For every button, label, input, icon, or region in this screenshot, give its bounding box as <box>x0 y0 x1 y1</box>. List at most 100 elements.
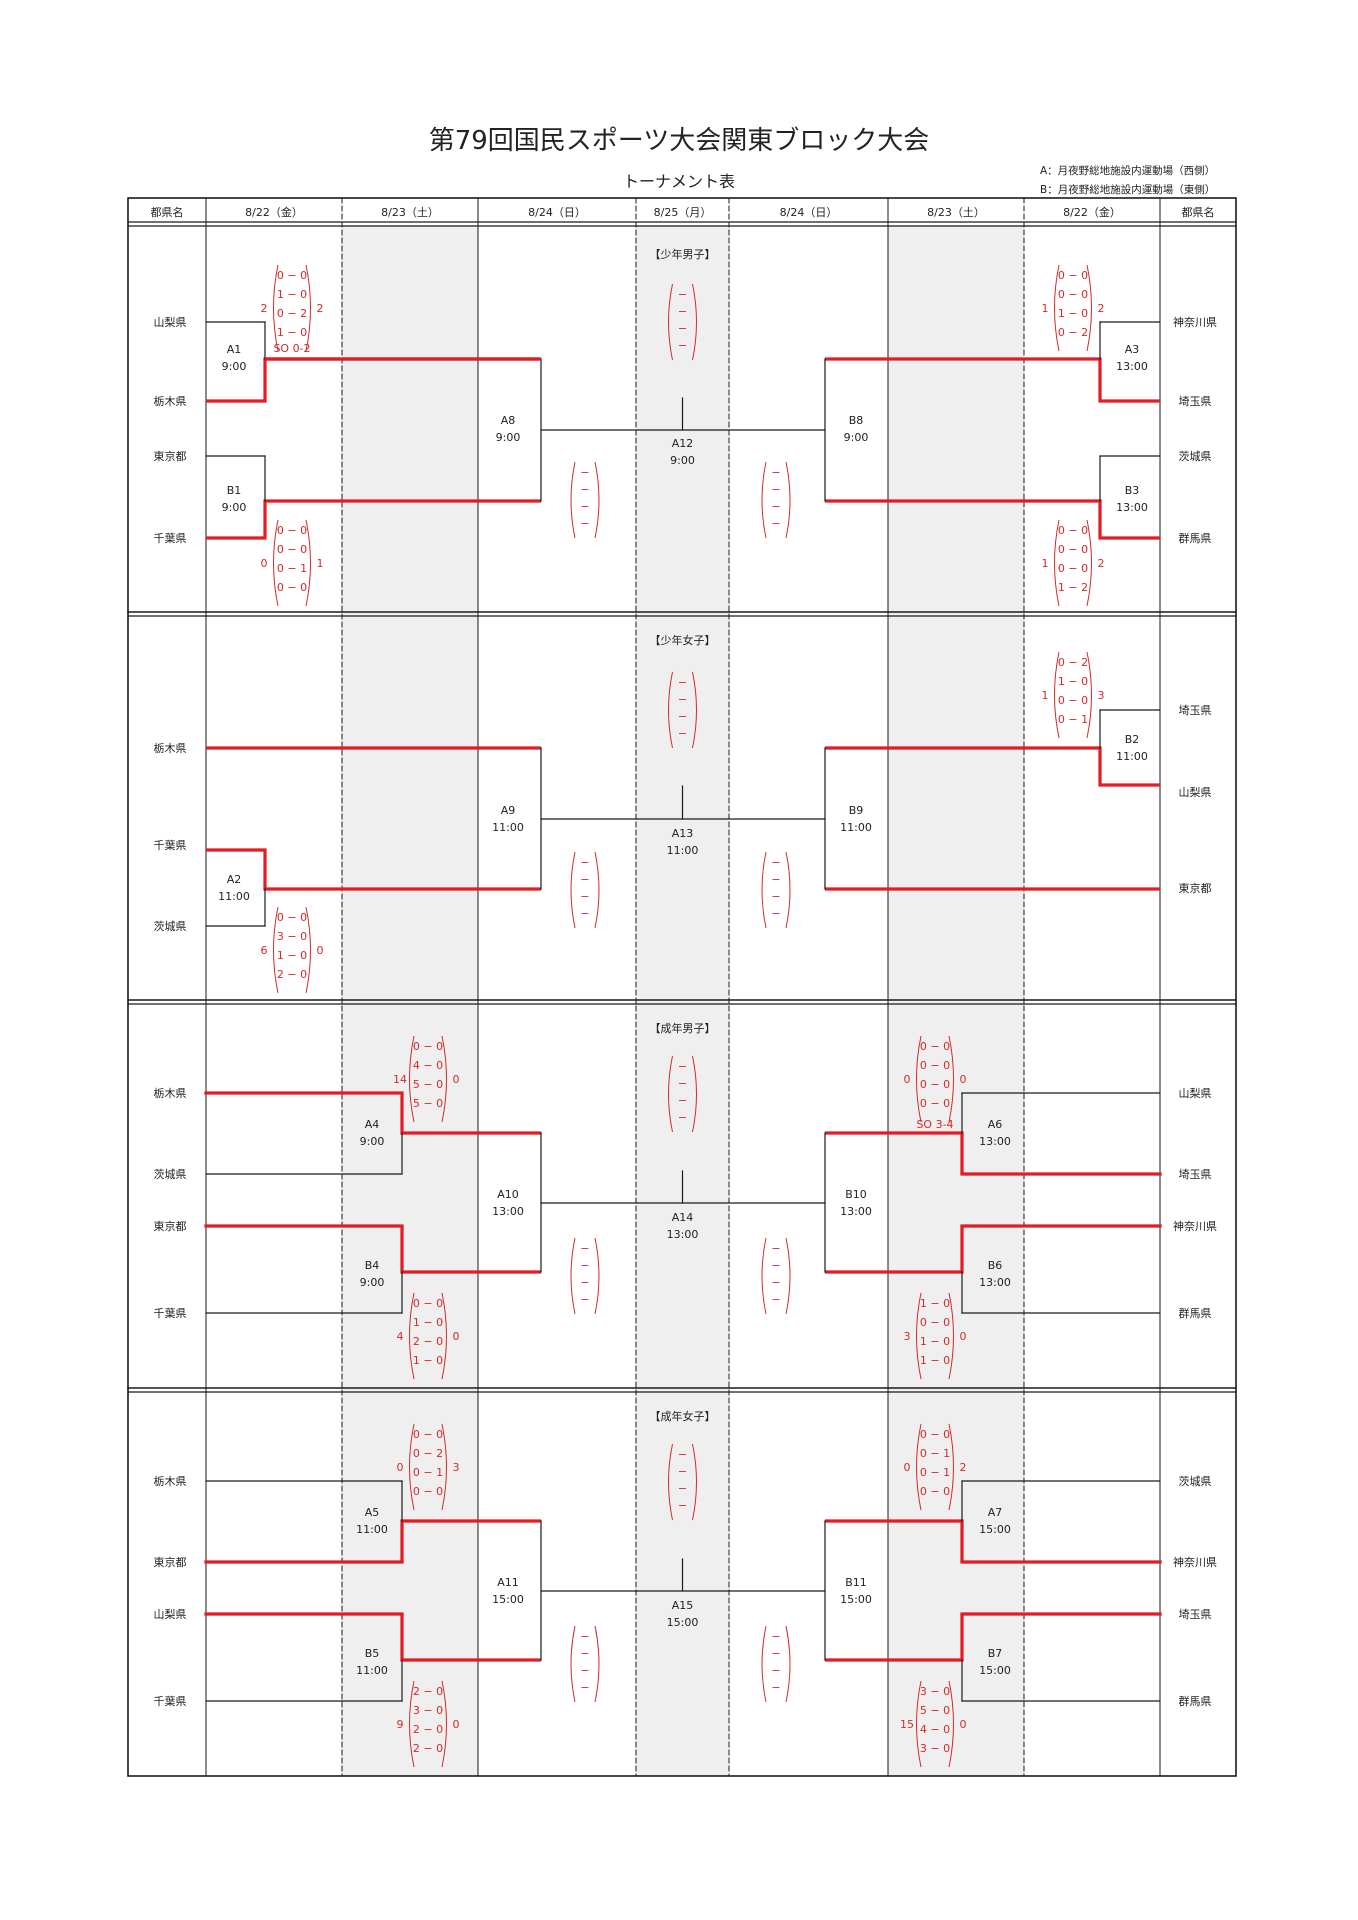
score-first-left-bottom-total-right: 0 <box>453 1330 460 1343</box>
score-first-left-bottom-period-score: 0 − 0 <box>413 1297 443 1310</box>
score-b2-period-score: 0 − 2 <box>1058 656 1088 669</box>
team-name-left: 千葉県 <box>154 531 187 545</box>
score-first-left-top-paren-left <box>409 1423 415 1511</box>
score-first-left-top-paren-right <box>441 1035 447 1123</box>
final-slot-top-paren-left <box>668 283 673 361</box>
score-first-left-top-paren-left <box>409 1035 415 1123</box>
score-b2-period-score: 1 − 0 <box>1058 675 1088 688</box>
semi-slot-left-paren-right <box>594 1237 600 1315</box>
score-a1-total-left: 2 <box>261 302 268 315</box>
team-name-right: 東京都 <box>1179 881 1212 895</box>
team-name-left: 東京都 <box>154 449 187 463</box>
score-a3-paren-right <box>1086 264 1092 352</box>
semi-slot-right-paren-right <box>785 1625 791 1703</box>
semi-slot-left-dash: − <box>580 1647 589 1660</box>
score-first-left-bottom-total-left: 4 <box>397 1330 404 1343</box>
score-first-left-bottom-total-left: 9 <box>397 1718 404 1731</box>
score-first-right-bottom-paren-right <box>948 1680 954 1768</box>
score-first-left-top-total-right: 3 <box>453 1461 460 1474</box>
final-slot-top-paren-right <box>692 283 697 361</box>
score-first-right-bottom-paren-left <box>916 1680 922 1768</box>
score-first-left-top-period-score: 5 − 0 <box>413 1078 443 1091</box>
score-a1-period-score: 1 − 0 <box>277 288 307 301</box>
score-b2-total-left: 1 <box>1042 689 1049 702</box>
score-b2-period-score: 0 − 0 <box>1058 694 1088 707</box>
score-first-right-top-total-right: 2 <box>960 1461 967 1474</box>
match-a13-time: 11:00 <box>667 844 699 857</box>
score-first-right-top-period-score: 0 − 1 <box>920 1466 950 1479</box>
team-name-right: 埼玉県 <box>1179 703 1212 717</box>
final-slot-top-dash: − <box>678 305 687 318</box>
score-first-right-top-period-score: 0 − 0 <box>920 1059 950 1072</box>
semi-slot-right-dash: − <box>771 1681 780 1694</box>
match-a1-id: A1 <box>227 343 242 356</box>
score-a2-period-score: 2 − 0 <box>277 968 307 981</box>
final-slot-top-dash: − <box>678 710 687 723</box>
team-name-left: 山梨県 <box>154 1607 187 1621</box>
column-header: 8/24（日） <box>780 206 838 219</box>
semi-slot-left-dash: − <box>580 1630 589 1643</box>
column-header: 8/25（月） <box>654 206 712 219</box>
final-slot-top-dash: − <box>678 1094 687 1107</box>
score-b1-period-score: 0 − 0 <box>277 581 307 594</box>
score-first-right-top-paren-left <box>916 1035 922 1123</box>
score-first-left-bottom-paren-left <box>409 1292 415 1380</box>
final-slot-top-paren-left <box>668 1055 673 1133</box>
score-a2-total-right: 0 <box>317 944 324 957</box>
section-title: 【少年女子】 <box>650 633 716 647</box>
semi-slot-right-dash: − <box>771 466 780 479</box>
semi-slot-right-dash: − <box>771 873 780 886</box>
final-slot-top-paren-left <box>668 1443 673 1521</box>
score-first-left-top-period-score: 0 − 0 <box>413 1040 443 1053</box>
shootout-note: SO 0-2 <box>273 342 310 355</box>
final-slot-top-dash: − <box>678 322 687 335</box>
score-first-right-top-paren-right <box>948 1423 954 1511</box>
semi-slot-right-dash: − <box>771 1293 780 1306</box>
semi-slot-left-paren-left <box>570 461 576 539</box>
team-name-right: 神奈川県 <box>1173 1219 1217 1233</box>
score-first-right-top-total-left: 0 <box>904 1461 911 1474</box>
match-first-left-top-time: 11:00 <box>356 1523 388 1536</box>
column-header: 都県名 <box>1182 205 1215 219</box>
score-first-right-top-period-score: 0 − 1 <box>920 1447 950 1460</box>
score-a2-total-left: 6 <box>261 944 268 957</box>
match-final-id: A15 <box>672 1599 694 1612</box>
score-first-right-top-period-score: 0 − 0 <box>920 1097 950 1110</box>
winner-path <box>206 499 541 540</box>
score-first-right-bottom-paren-left <box>916 1292 922 1380</box>
semi-slot-right-paren-right <box>785 461 791 539</box>
team-name-right: 埼玉県 <box>1179 394 1212 408</box>
semi-slot-left-dash: − <box>580 1681 589 1694</box>
team-name-right: 埼玉県 <box>1179 1167 1212 1181</box>
match-first-right-top-time: 15:00 <box>979 1523 1011 1536</box>
semi-slot-right-dash: − <box>771 1630 780 1643</box>
final-slot-top-paren-left <box>668 671 673 749</box>
score-b1-period-score: 0 − 1 <box>277 562 307 575</box>
team-name-left: 栃木県 <box>154 394 187 408</box>
score-first-left-bottom-period-score: 2 − 0 <box>413 1723 443 1736</box>
final-slot-top-dash: − <box>678 1465 687 1478</box>
team-name-right: 群馬県 <box>1179 531 1212 545</box>
sheet-frame <box>127 197 1237 1777</box>
score-b1-total-left: 0 <box>261 557 268 570</box>
score-b1-period-score: 0 − 0 <box>277 524 307 537</box>
score-first-right-bottom-period-score: 3 − 0 <box>920 1742 950 1755</box>
semi-slot-right-dash: − <box>771 890 780 903</box>
score-first-right-top-total-right: 0 <box>960 1073 967 1086</box>
match-b1-id: B1 <box>227 484 242 497</box>
team-name-left: 千葉県 <box>154 1694 187 1708</box>
final-slot-top-dash: − <box>678 1077 687 1090</box>
match-first-left-top-time: 9:00 <box>360 1135 385 1148</box>
match-semi-left-time: 15:00 <box>492 1593 524 1606</box>
score-b3-period-score: 1 − 2 <box>1058 581 1088 594</box>
score-first-left-bottom-paren-right <box>441 1680 447 1768</box>
score-b1-paren-right <box>305 519 311 607</box>
match-first-left-bottom-time: 9:00 <box>360 1276 385 1289</box>
score-a3-period-score: 1 − 0 <box>1058 307 1088 320</box>
semi-slot-left-dash: − <box>580 1664 589 1677</box>
match-first-left-bottom-id: B5 <box>365 1647 380 1660</box>
semi-slot-right-paren-right <box>785 851 791 929</box>
score-b3-paren-left <box>1054 519 1060 607</box>
score-first-right-bottom-total-right: 0 <box>960 1330 967 1343</box>
